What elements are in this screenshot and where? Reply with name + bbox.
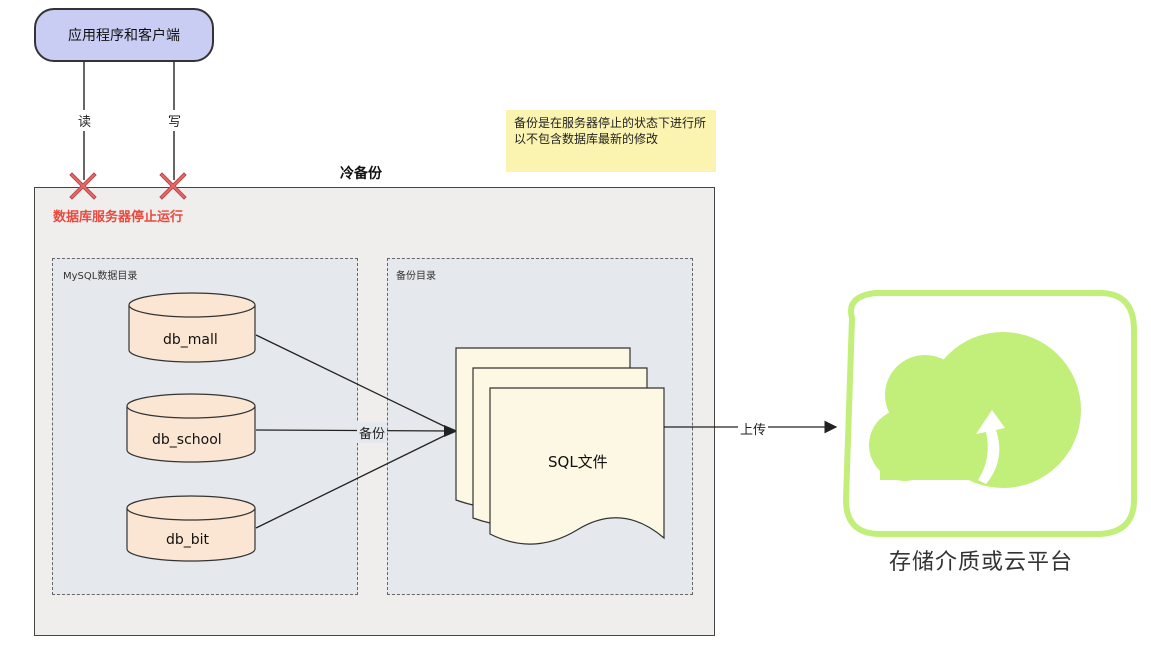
database-cylinder xyxy=(126,495,256,562)
database-cylinder xyxy=(126,393,256,463)
backup-edge-label: 备份 xyxy=(357,422,388,443)
read-edge-label: 读 xyxy=(76,110,94,131)
write-edge-label: 写 xyxy=(166,110,184,131)
cross-icon xyxy=(159,172,187,200)
database-label-db-mall: db_mall xyxy=(163,332,218,348)
database-cylinder xyxy=(128,292,256,363)
backup-edge xyxy=(255,429,453,432)
cold-backup-title: 冷备份 xyxy=(340,166,382,182)
backup-directory-label: 备份目录 xyxy=(396,271,436,282)
cold-backup-note: 备份是在服务器停止的状态下进行所以不包含数据库最新的修改 xyxy=(506,110,716,172)
sql-file-document xyxy=(455,347,665,545)
backup-edge xyxy=(255,431,453,529)
app-client-node: 应用程序和客户端 xyxy=(34,8,214,62)
server-stopped-status: 数据库服务器停止运行 xyxy=(53,210,184,225)
upload-edge-label: 上传 xyxy=(738,418,769,439)
storage-platform-label: 存储介质或云平台 xyxy=(889,550,1074,575)
database-label-db-bit: db_bit xyxy=(166,532,210,548)
cross-icon xyxy=(69,172,97,200)
cloud-upload-icon xyxy=(842,289,1137,537)
mysql-data-directory-label: MySQL数据目录 xyxy=(63,271,138,282)
sql-file-label: SQL文件 xyxy=(548,453,608,471)
arrowhead xyxy=(444,425,458,437)
backup-edge xyxy=(255,334,453,431)
database-label-db-school: db_school xyxy=(152,432,222,448)
